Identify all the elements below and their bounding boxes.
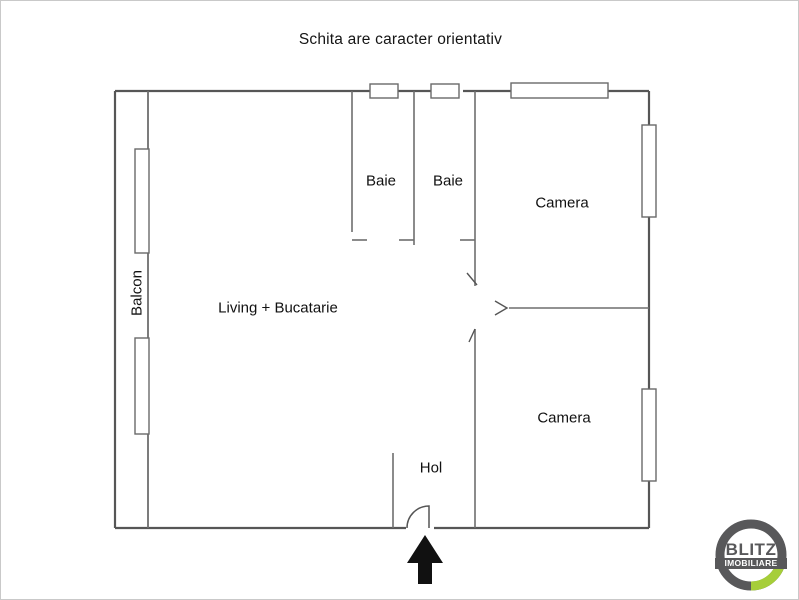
room-label-baie-1: Baie [365, 172, 397, 190]
window-balcony-lower [134, 337, 150, 435]
logo-text: BLITZ IMOBILIARE [715, 541, 787, 569]
entrance-arrow-icon [407, 535, 443, 584]
brand-logo: BLITZ IMOBILIARE [715, 519, 787, 591]
room-label-balcon: Balcon [128, 270, 146, 316]
window-top-bathroom-2 [430, 83, 460, 99]
door-marker-upper [466, 272, 478, 286]
page-title: Schita are caracter orientativ [298, 31, 503, 48]
outer-walls [113, 89, 651, 530]
logo-secondary-text: IMOBILIARE [715, 558, 787, 569]
window-top-bathroom-1 [369, 83, 399, 99]
window-balcony-upper [134, 148, 150, 254]
bathroom-walls [351, 91, 476, 245]
window-right-camera-lower [641, 388, 657, 482]
window-top-camera [510, 82, 609, 99]
window-right-camera-upper [641, 124, 657, 218]
room-label-baie-2: Baie [432, 172, 464, 190]
camera-divider-wall [494, 300, 649, 316]
room-label-camera-2: Camera [537, 409, 591, 427]
room-label-hol: Hol [419, 459, 443, 477]
entrance-door-swing-arc [406, 505, 430, 529]
door-marker-lower [468, 328, 476, 343]
logo-primary-text: BLITZ [725, 540, 777, 559]
room-label-living-bucatarie: Living + Bucatarie [218, 299, 338, 317]
room-label-camera-1: Camera [535, 194, 589, 212]
